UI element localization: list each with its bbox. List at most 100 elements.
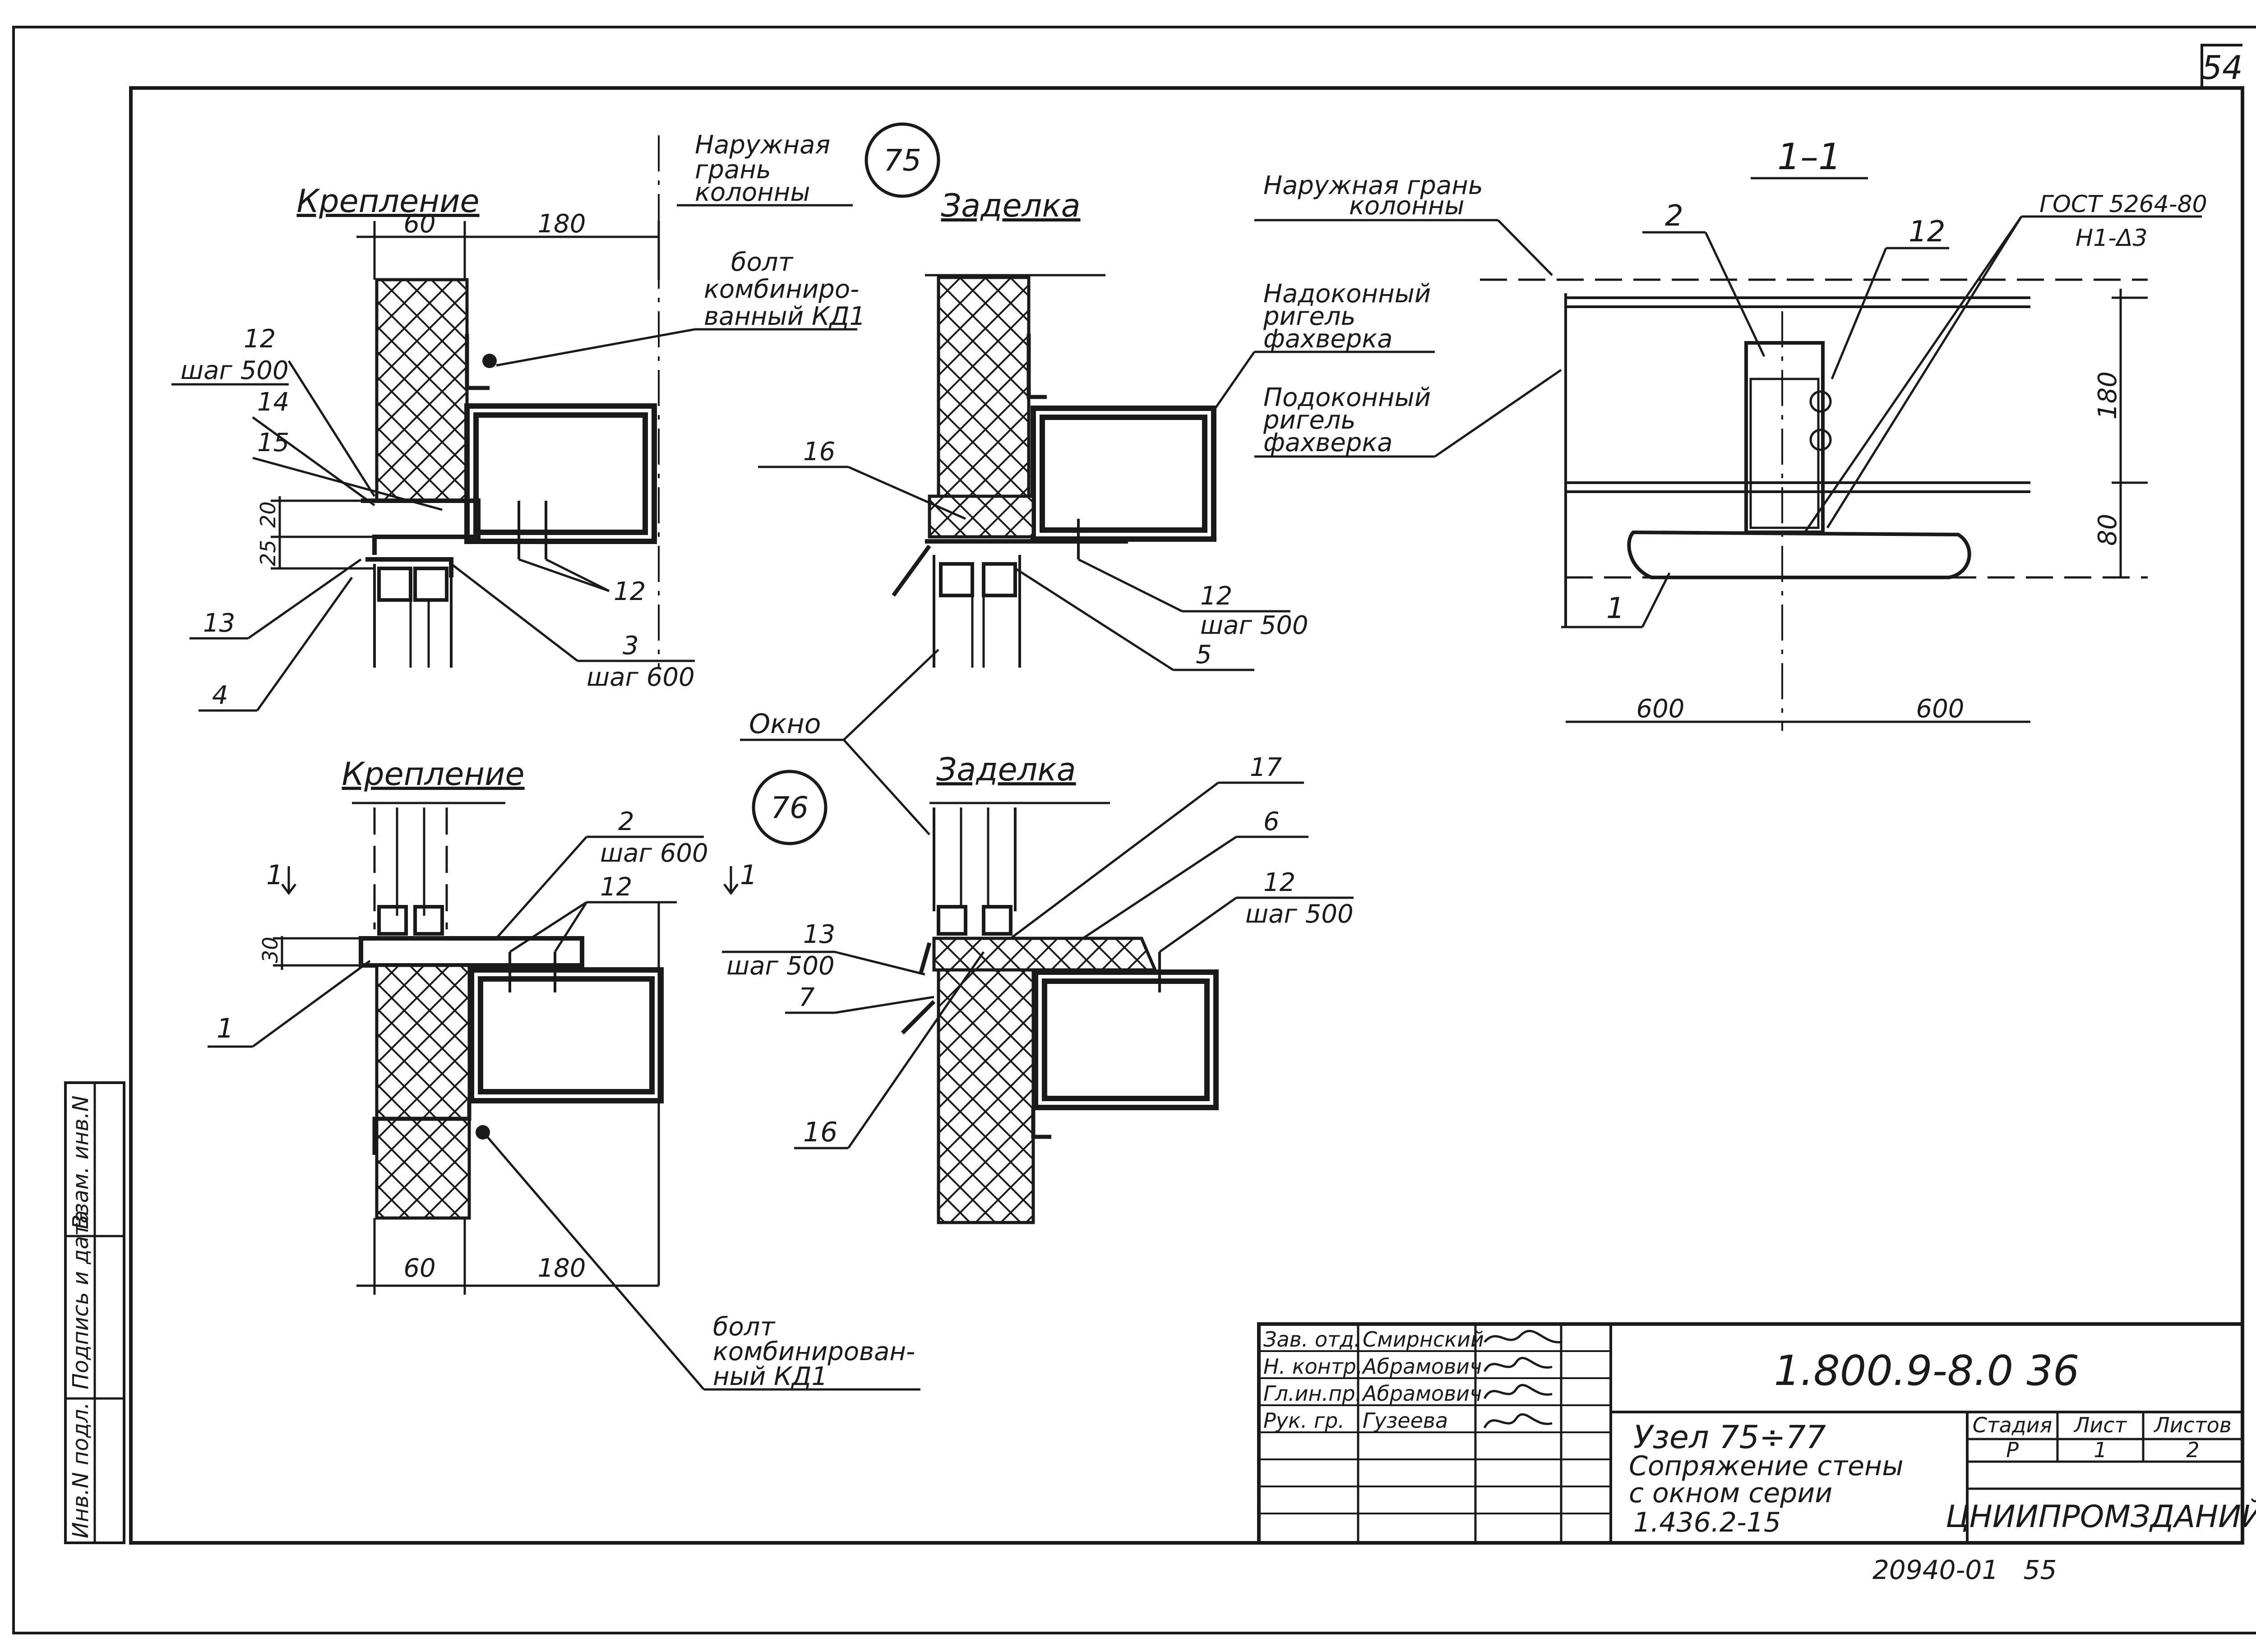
node75-dim-25: 25 xyxy=(256,540,280,566)
node76-sill-plate xyxy=(359,936,584,968)
node75-header: 75 Наружная грань колонны xyxy=(677,122,940,207)
node76-sealing-sill xyxy=(932,937,1158,972)
node75-sealing-callout-16: 16 xyxy=(803,437,835,466)
node76-sealing-callout-7: 7 xyxy=(799,983,815,1012)
tb-header-sheet: Лист xyxy=(2073,1413,2127,1437)
node76-fastening: Крепление 1 1 2 шаг 600 12 30 1 xyxy=(208,756,920,1391)
node76-pitch-600: шаг 600 xyxy=(600,839,708,868)
node75-callout-3: 3 xyxy=(623,631,639,660)
node75-dim-20: 20 xyxy=(256,501,280,528)
node75-callout-15: 15 xyxy=(257,428,289,457)
outer-frame xyxy=(12,26,2256,1634)
node76-sealing-callout-16: 16 xyxy=(803,1117,837,1148)
node76-section-mark-right: 1 xyxy=(740,859,757,891)
node75-callout-14: 14 xyxy=(257,388,289,417)
node76-fastening-title: Крепление xyxy=(342,756,524,793)
tb-document-code: 1.800.9-8.0 36 xyxy=(1774,1347,2080,1395)
node75-head-rail-3: фахверка xyxy=(1263,324,1392,354)
stamp-signature-date: Подпись и дата xyxy=(68,1210,93,1389)
window-callout: Окно xyxy=(740,649,939,835)
node75-bolt-label-2: комбиниро- xyxy=(704,275,859,304)
section-callout-2: 2 xyxy=(1665,199,1683,233)
tb-role-4: Рук. гр. xyxy=(1263,1408,1345,1433)
page-number: 54 xyxy=(2201,49,2243,87)
section-1-1: 1–1 Наружная грань колонны 2 12 ГОСТ 526… xyxy=(1254,136,2207,731)
node75-callout-13: 13 xyxy=(203,609,235,638)
node76-callout-1: 1 xyxy=(217,1013,234,1044)
section-1-1-title: 1–1 xyxy=(1777,136,1841,178)
node75-bolt-label-3: ванный КД1 xyxy=(704,302,865,331)
node75-bubble xyxy=(864,122,940,198)
tb-value-sheets: 2 xyxy=(2186,1438,2199,1462)
sill-rail-1: Подоконный xyxy=(1263,383,1431,412)
stamp-inventory-number: Инв.N подл. xyxy=(68,1402,93,1538)
node76-sealing-panel xyxy=(937,968,1035,1224)
node76-bubble xyxy=(752,770,828,845)
node75-head-rail-1: Надоконный xyxy=(1263,279,1431,309)
node75-pitch-600: шаг 600 xyxy=(587,663,695,692)
node76-bolt-label-1: болт xyxy=(713,1312,776,1342)
tb-header-sheets: Листов xyxy=(2153,1413,2232,1437)
section-outer-face-1: Наружная грань xyxy=(1263,171,1483,200)
tb-role-3: Гл.ин.пр. xyxy=(1263,1381,1362,1406)
window-label: Окно xyxy=(749,708,821,740)
tb-value-sheet: 1 xyxy=(2094,1438,2107,1462)
node75-callout-12-bottom: 12 xyxy=(614,577,646,606)
node76-sealing-pitch-500-left: шаг 500 xyxy=(726,951,835,981)
node75-fastening: Крепление 60 180 болт комбиниро- ванный … xyxy=(171,135,865,712)
node76-sealing-callout-12: 12 xyxy=(1263,868,1295,897)
node76-sealing-callout-6: 6 xyxy=(1263,807,1280,836)
node76-sandwich-panel xyxy=(375,964,471,1220)
node76-sealing-pitch-500-right: шаг 500 xyxy=(1245,900,1354,929)
tb-organization: ЦНИИПРОМЗДАНИЙ xyxy=(1946,1499,2256,1535)
node75-sealing-pitch-500: шаг 500 xyxy=(1200,611,1308,640)
node76-bolt-label-2: комбинирован- xyxy=(713,1337,915,1366)
node75-bolt-label-1: болт xyxy=(731,248,794,277)
side-stamp: Инв.N подл. Подпись и дата Взам. инв.N xyxy=(64,1081,125,1544)
node75-sealing-callout-5: 5 xyxy=(1196,640,1212,669)
tb-description-2: Сопряжение стены xyxy=(1629,1450,1904,1482)
tb-role-2: Н. контр. xyxy=(1263,1354,1363,1379)
sill-rail-2: ригель xyxy=(1263,406,1356,435)
section-outer-face-2: колонны xyxy=(1349,191,1465,221)
node76-bubble-number: 76 xyxy=(771,790,809,825)
node75-callout-12-top: 12 xyxy=(244,324,276,354)
node76-bolt-label-3: ный КД1 xyxy=(713,1362,828,1391)
node76-section-mark-left: 1 xyxy=(266,859,283,891)
tb-description-4: 1.436.2-15 xyxy=(1633,1507,1781,1538)
node75-outer-face-2: грань xyxy=(695,155,771,185)
node76-callout-2: 2 xyxy=(618,807,634,836)
tb-name-4: Гузеева xyxy=(1363,1408,1448,1433)
section-callout-12: 12 xyxy=(1909,215,1945,249)
node75-fastening-dim-60: 60 xyxy=(403,209,435,239)
tb-role-1: Зав. отд. xyxy=(1263,1327,1360,1352)
node75-bolt-head xyxy=(482,354,497,368)
section-gost: ГОСТ 5264-80 xyxy=(2039,191,2207,218)
node76-bolt-head xyxy=(476,1125,490,1140)
node76-callout-12: 12 xyxy=(600,872,632,902)
node75-outer-face-1: Наружная xyxy=(695,130,830,160)
signatures xyxy=(1483,1329,1562,1429)
node75-sandwich-panel xyxy=(375,278,469,503)
section-dim-180: 180 xyxy=(2093,371,2122,420)
node75-fastening-title: Крепление xyxy=(296,183,479,220)
tb-value-stage: Р xyxy=(2006,1438,2019,1462)
stamp-replacement-number: Взам. инв.N xyxy=(68,1095,93,1229)
node76-dim-30: 30 xyxy=(258,937,282,963)
node75-bubble-number: 75 xyxy=(883,143,921,178)
node76-dim-60: 60 xyxy=(403,1254,435,1283)
section-weld: Н1-Δ3 xyxy=(2076,225,2148,252)
section-dim-80: 80 xyxy=(2093,514,2122,546)
node75-callout-4: 4 xyxy=(212,681,228,710)
tb-description-1: Узел 75÷77 xyxy=(1633,1419,1826,1456)
node76-sealing: Заделка 17 6 12 шаг 500 13 шаг 500 7 16 xyxy=(722,751,1354,1224)
node75-sealing-panel xyxy=(937,276,1031,500)
node76-sealing-callout-13: 13 xyxy=(803,920,835,949)
node76-dim-180: 180 xyxy=(538,1254,586,1283)
tb-header-stage: Стадия xyxy=(1973,1413,2052,1437)
tb-name-1: Смирнский xyxy=(1363,1327,1484,1352)
section-dim-600-right: 600 xyxy=(1916,694,1965,724)
node75-pitch-500: шаг 500 xyxy=(180,356,289,385)
footer-code: 20940-01 55 xyxy=(1872,1555,2057,1585)
